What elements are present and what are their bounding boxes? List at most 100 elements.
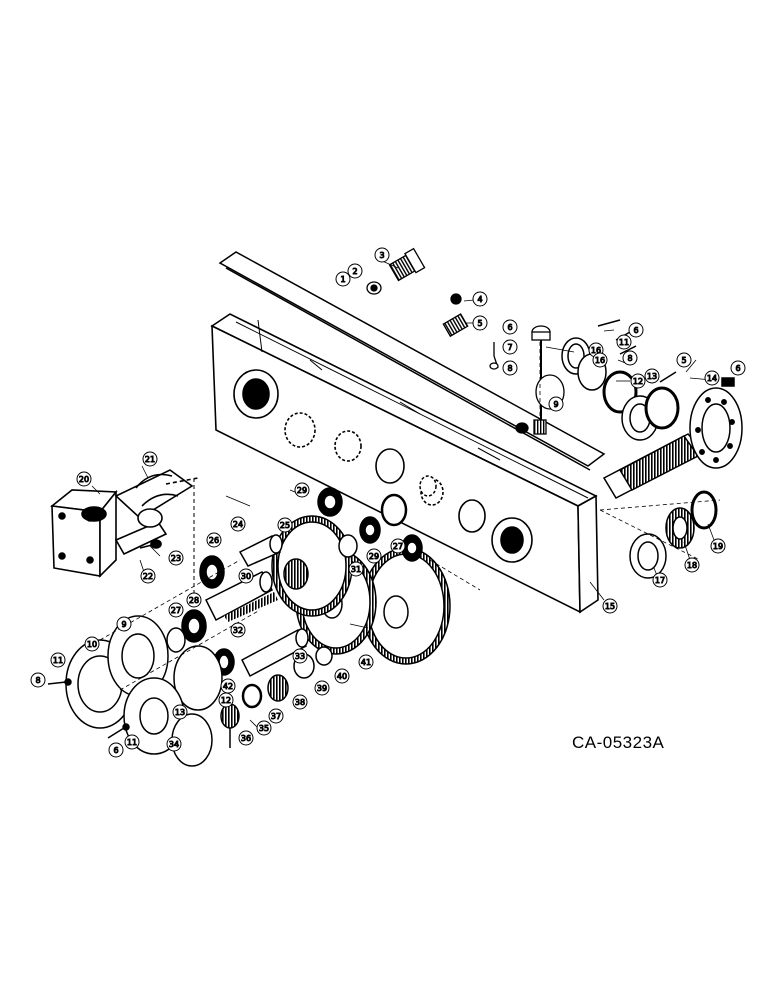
svg-text:22: 22 (143, 572, 153, 581)
svg-text:4: 4 (477, 295, 482, 304)
callout-12-lower: 12 (218, 692, 234, 708)
svg-text:39: 39 (317, 684, 327, 693)
svg-text:37: 37 (271, 712, 281, 721)
svg-text:14: 14 (707, 374, 717, 383)
callout-6-far-right: 6 (730, 360, 746, 376)
callout-5-right: 5 (676, 352, 692, 368)
callout-11-right: 11 (616, 334, 632, 350)
svg-text:28: 28 (189, 596, 199, 605)
svg-text:13: 13 (647, 372, 657, 381)
callout-33: 33 (292, 648, 308, 664)
svg-text:5: 5 (477, 319, 482, 328)
svg-text:24: 24 (233, 520, 243, 529)
callout-36: 36 (238, 730, 254, 746)
svg-text:16: 16 (591, 346, 601, 355)
callout-24: 24 (230, 516, 246, 532)
svg-text:5: 5 (681, 356, 686, 365)
callout-28: 28 (186, 592, 202, 608)
svg-text:31: 31 (351, 565, 361, 574)
callout-17: 17 (652, 572, 668, 588)
callout-27: 27 (168, 602, 184, 618)
callout-21: 21 (142, 451, 158, 467)
svg-text:11: 11 (53, 656, 63, 665)
top-cover-plate (218, 251, 606, 471)
svg-text:23: 23 (171, 554, 181, 563)
cap-screw-3 (388, 247, 426, 282)
right-cover-stack (561, 319, 735, 441)
callout-11: 11 (50, 652, 66, 668)
svg-text:1: 1 (340, 275, 345, 284)
callout-23: 23 (168, 550, 184, 566)
callout-2: 2 (347, 263, 363, 279)
callout-3: 3 (374, 247, 390, 263)
svg-text:42: 42 (223, 682, 233, 691)
breather-5 (442, 313, 469, 338)
callout-13: 13 (644, 368, 660, 384)
callout-32: 32 (230, 622, 246, 638)
callout-41: 41 (358, 654, 374, 670)
svg-text:8: 8 (627, 354, 632, 363)
svg-text:30: 30 (241, 572, 251, 581)
callout-7: 7 (502, 339, 518, 355)
svg-text:12: 12 (633, 377, 643, 386)
callout-19: 19 (710, 538, 726, 554)
svg-text:36: 36 (241, 734, 251, 743)
svg-text:19: 19 (713, 542, 723, 551)
callout-8-lower: 8 (30, 672, 46, 688)
svg-text:6: 6 (113, 746, 118, 755)
svg-text:6: 6 (507, 323, 512, 332)
svg-text:38: 38 (295, 698, 305, 707)
svg-text:6: 6 (633, 326, 638, 335)
callout-42: 42 (220, 678, 236, 694)
svg-text:29: 29 (297, 486, 307, 495)
callout-29-mid: 29 (366, 548, 382, 564)
svg-text:41: 41 (361, 658, 371, 667)
callout-37: 37 (268, 708, 284, 724)
svg-text:8: 8 (507, 364, 512, 373)
callout-6-right: 6 (628, 322, 644, 338)
output-shaft-14 (602, 387, 743, 499)
svg-text:8: 8 (35, 676, 40, 685)
svg-text:11: 11 (619, 338, 629, 347)
left-end-covers (47, 615, 223, 767)
svg-text:35: 35 (259, 724, 269, 733)
svg-text:3: 3 (379, 251, 384, 260)
callout-5: 5 (472, 315, 488, 331)
callout-31: 31 (348, 561, 364, 577)
svg-text:27: 27 (171, 606, 181, 615)
callout-8: 8 (502, 360, 518, 376)
svg-text:21: 21 (145, 455, 155, 464)
svg-text:10: 10 (87, 640, 97, 649)
svg-text:25: 25 (280, 521, 290, 530)
drawing-code: CA-05323A (572, 733, 665, 752)
svg-text:12: 12 (221, 696, 231, 705)
callout-6: 6 (502, 319, 518, 335)
callout-1: 1 (335, 271, 351, 287)
callout-9-lower: 9 (116, 616, 132, 632)
callout-12: 12 (630, 373, 646, 389)
callout-22: 22 (140, 568, 156, 584)
callout-29: 29 (294, 482, 310, 498)
hydraulic-motor (50, 469, 199, 600)
svg-text:17: 17 (655, 576, 665, 585)
svg-text:16: 16 (595, 356, 605, 365)
callout-40: 40 (334, 668, 350, 684)
svg-text:2: 2 (352, 267, 357, 276)
svg-text:34: 34 (169, 740, 179, 749)
callout-4: 4 (472, 291, 488, 307)
svg-text:11: 11 (127, 738, 137, 747)
callout-34: 34 (166, 736, 182, 752)
svg-text:20: 20 (79, 475, 89, 484)
svg-text:33: 33 (295, 652, 305, 661)
callout-11-lower: 11 (124, 734, 140, 750)
callout-15-housing: 15 (602, 598, 618, 614)
callout-39: 39 (314, 680, 330, 696)
svg-text:7: 7 (507, 343, 512, 352)
svg-text:27: 27 (393, 542, 403, 551)
callout-25: 25 (277, 517, 293, 533)
svg-text:15: 15 (605, 602, 615, 611)
svg-text:9: 9 (121, 620, 126, 629)
callout-10: 10 (84, 636, 100, 652)
svg-text:26: 26 (209, 536, 219, 545)
callouts: 1 2 3 4 5 6 7 8 9 10 11 12 13 14 15 16 1… (30, 247, 746, 758)
